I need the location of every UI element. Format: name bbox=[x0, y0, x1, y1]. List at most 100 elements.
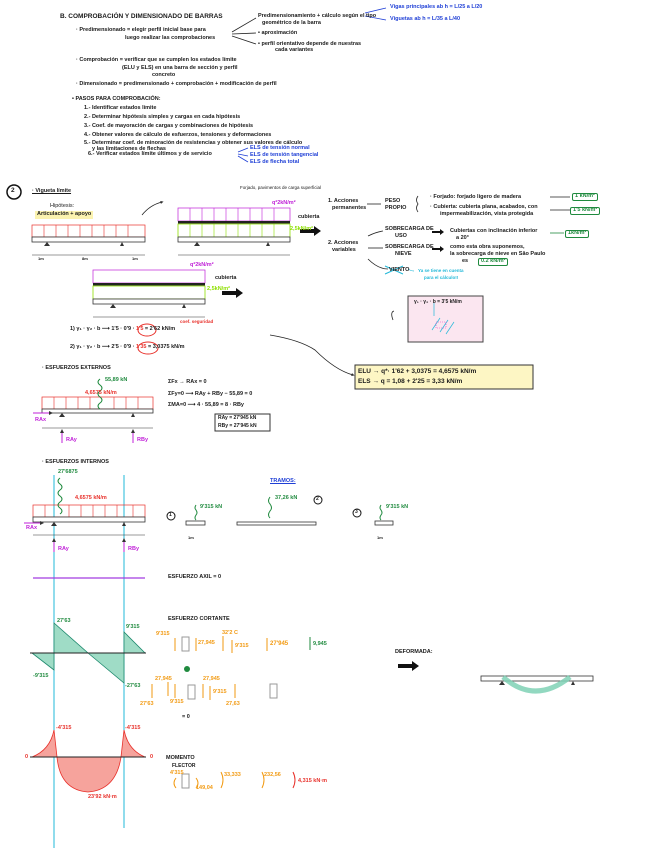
internos-load: 4,6575 kN/m bbox=[75, 495, 107, 501]
tramo-2-load: 37,26 kN bbox=[275, 495, 298, 501]
cortante-r2-3: 27,945 bbox=[203, 676, 220, 682]
load-green-3: 2,5kN/m² bbox=[207, 286, 230, 292]
internos-rax: RAx bbox=[26, 525, 38, 531]
green-dot bbox=[184, 666, 190, 672]
eq-sum-fx: ΣFx → RAx = 0 bbox=[168, 379, 207, 385]
rule-viguetas: Viguetas ab h = L/35 a L/40 bbox=[390, 16, 461, 22]
moment-label-2: -4'315 bbox=[125, 725, 141, 731]
uso-desc-2: a 20° bbox=[456, 235, 469, 241]
beam-3 bbox=[92, 269, 243, 318]
shear-label-2: -9'315 bbox=[33, 673, 49, 679]
nieve-1: SOBRECARGA DE bbox=[385, 244, 434, 250]
paso-2: 2.- Determinar hipótesis simples y carga… bbox=[84, 114, 241, 120]
uso-1: SOBRECARGA DE bbox=[385, 226, 434, 232]
paso-5: 5.- Determinar coef. de minoración de re… bbox=[84, 140, 303, 146]
section-2-circle bbox=[6, 184, 22, 200]
cortante-r2-0: 27'63 bbox=[140, 701, 154, 707]
moment-diagram bbox=[30, 729, 146, 793]
branch-3: • perfil orientativo depende de nuestras bbox=[258, 41, 362, 47]
elu-equation: ELU → q*· 1'62 + 3,0375 = 4,6575 kN/m bbox=[358, 368, 477, 375]
load-green-2: 2,5kN/m² bbox=[290, 226, 313, 232]
load-top-2: q²2kN/m² bbox=[272, 200, 296, 206]
nieve-desc-3: es bbox=[462, 258, 469, 264]
eq2-text: 2) γ₁ · γ₂ · b ⟶ 2'5 · 0'9 · bbox=[70, 344, 136, 350]
dim-1: 1m bbox=[38, 256, 44, 261]
branch-3b: cada variantes bbox=[275, 47, 314, 53]
tramo-1-number: 1 bbox=[169, 512, 172, 518]
load-top-3: q²2kN/m² bbox=[190, 262, 214, 268]
tramos-title: TRAMOS: bbox=[270, 478, 296, 484]
shear-label-3: -27'63 bbox=[125, 683, 141, 689]
moment-label-4: 0 bbox=[150, 754, 154, 760]
externos-load: 4,6575 kN/m bbox=[85, 390, 117, 396]
eq1-text: 1) γ₁ · γ₂ · b ⟶ 1'5 · 0'9 · bbox=[70, 326, 136, 332]
momento-val-4: 4,315 kN·m bbox=[298, 778, 328, 784]
nieve-value: 0.2 kN/m² bbox=[478, 258, 509, 266]
moment-label-3: 0 bbox=[25, 754, 29, 760]
dim-3: 1m bbox=[132, 256, 138, 261]
small-arrows bbox=[432, 229, 444, 252]
eq2-coef: 1'35 bbox=[135, 344, 147, 350]
externos-title: · ESFUERZOS EXTERNOS bbox=[42, 365, 111, 371]
viento-note-2: para el cálculo!! bbox=[424, 275, 459, 280]
externos-ray: RAy bbox=[66, 437, 77, 443]
predim-line-1: · Predimensionado = elegir perfil inicia… bbox=[76, 27, 206, 33]
cubierta-text-1: · Cubierta: cubierta plana, acabados, co… bbox=[430, 204, 538, 210]
acciones-perm-2: permanentes bbox=[332, 205, 367, 211]
nieve-desc-2: la sobrecarga de nieve en São Paulo bbox=[450, 251, 546, 257]
beam-2 bbox=[177, 207, 321, 256]
tramo-2-number: 2 bbox=[316, 496, 319, 502]
section-2-note: Forjado, pavimentos de carga superficial bbox=[240, 185, 322, 190]
eq2-result: = 3,0375 kN/m bbox=[146, 344, 185, 350]
viento-note-1: Ya se tiene en cuenta bbox=[418, 268, 464, 273]
result-ray: RAy = 27'945 kN bbox=[218, 415, 257, 421]
cubierta-value: 1'5 kN/m² bbox=[570, 207, 601, 215]
section-b-title: B. COMPROBACIÓN Y DIMENSIONADO DE BARRAS bbox=[60, 13, 223, 20]
circle-coef-2 bbox=[137, 341, 159, 355]
tramo-3-load: 9'315 kN bbox=[386, 504, 409, 510]
internos-resultant: 27'6875 bbox=[58, 469, 78, 475]
els-2: ELS de tensión tangencial bbox=[250, 152, 319, 158]
els-equation: ELS → q = 1,08 + 2'25 = 3,33 kN/m bbox=[358, 378, 463, 385]
branch-2: • aproximación bbox=[258, 30, 298, 36]
moment-label-5: 23'92 kN·m bbox=[88, 794, 117, 800]
eq-sum-ma: ΣMA=0 ⟶ 4 · 55,89 = 8 · RBy bbox=[168, 402, 244, 408]
dimens-line: · Dimensionado = predimensionado + compr… bbox=[76, 81, 277, 87]
momento-val-2: 33,333 bbox=[224, 772, 241, 778]
peso-propio-2: PROPIO bbox=[385, 205, 407, 211]
els-3: ELS de flecha total bbox=[250, 159, 300, 165]
section-2-title: · Vigueta límite bbox=[32, 188, 72, 194]
circle-coef-1 bbox=[137, 323, 157, 337]
comprob-line-1: · Comprobación = verificar que se cumple… bbox=[76, 57, 237, 63]
viento-cross bbox=[384, 265, 404, 275]
hipotesis: Articulación + apoyo bbox=[35, 211, 94, 219]
nieve-desc-1: como esta obra suponemos, bbox=[450, 244, 525, 250]
coef-label: coef. seguridad bbox=[180, 319, 214, 324]
dim-2: 8m bbox=[82, 256, 88, 261]
momento-val-1: 149,04 bbox=[196, 785, 213, 791]
axil-label: ESFUERZO AXIL = 0 bbox=[168, 574, 222, 580]
externos-resultant: 55,89 kN bbox=[105, 377, 128, 383]
beam-externos bbox=[33, 378, 154, 443]
nieve-2: NIEVE bbox=[395, 251, 412, 257]
els-1: ELS de tensión normal bbox=[250, 145, 310, 151]
reactions-box bbox=[214, 413, 271, 432]
tramo-1-len: 1m bbox=[188, 535, 194, 540]
externos-rax: RAx bbox=[35, 417, 47, 423]
momento-title-2: FLECTOR bbox=[172, 763, 196, 769]
paso-5b: y las limitaciones de flechas bbox=[92, 146, 166, 152]
cortante-eq0: = 0 bbox=[182, 714, 190, 720]
acciones-var-2: variables bbox=[332, 247, 356, 253]
cortante-r2-4: 9'315 bbox=[213, 689, 227, 695]
result-rby: RBy = 27'945 kN bbox=[218, 423, 257, 429]
paso-4: 4.- Obtener valores de cálculo de esfuer… bbox=[84, 132, 272, 138]
uso-2: USO bbox=[395, 233, 407, 239]
eq-sum-fy: ΣFy=0 ⟶ RAy + RBy − 55,89 = 0 bbox=[168, 391, 253, 397]
pasos-title: • PASOS PARA COMPROBACIÓN: bbox=[72, 96, 161, 102]
force-arrows bbox=[151, 636, 268, 789]
pink-box bbox=[407, 295, 484, 343]
internos-rby: RBy bbox=[128, 546, 140, 552]
momento-val-0: 4'315 bbox=[170, 770, 184, 776]
